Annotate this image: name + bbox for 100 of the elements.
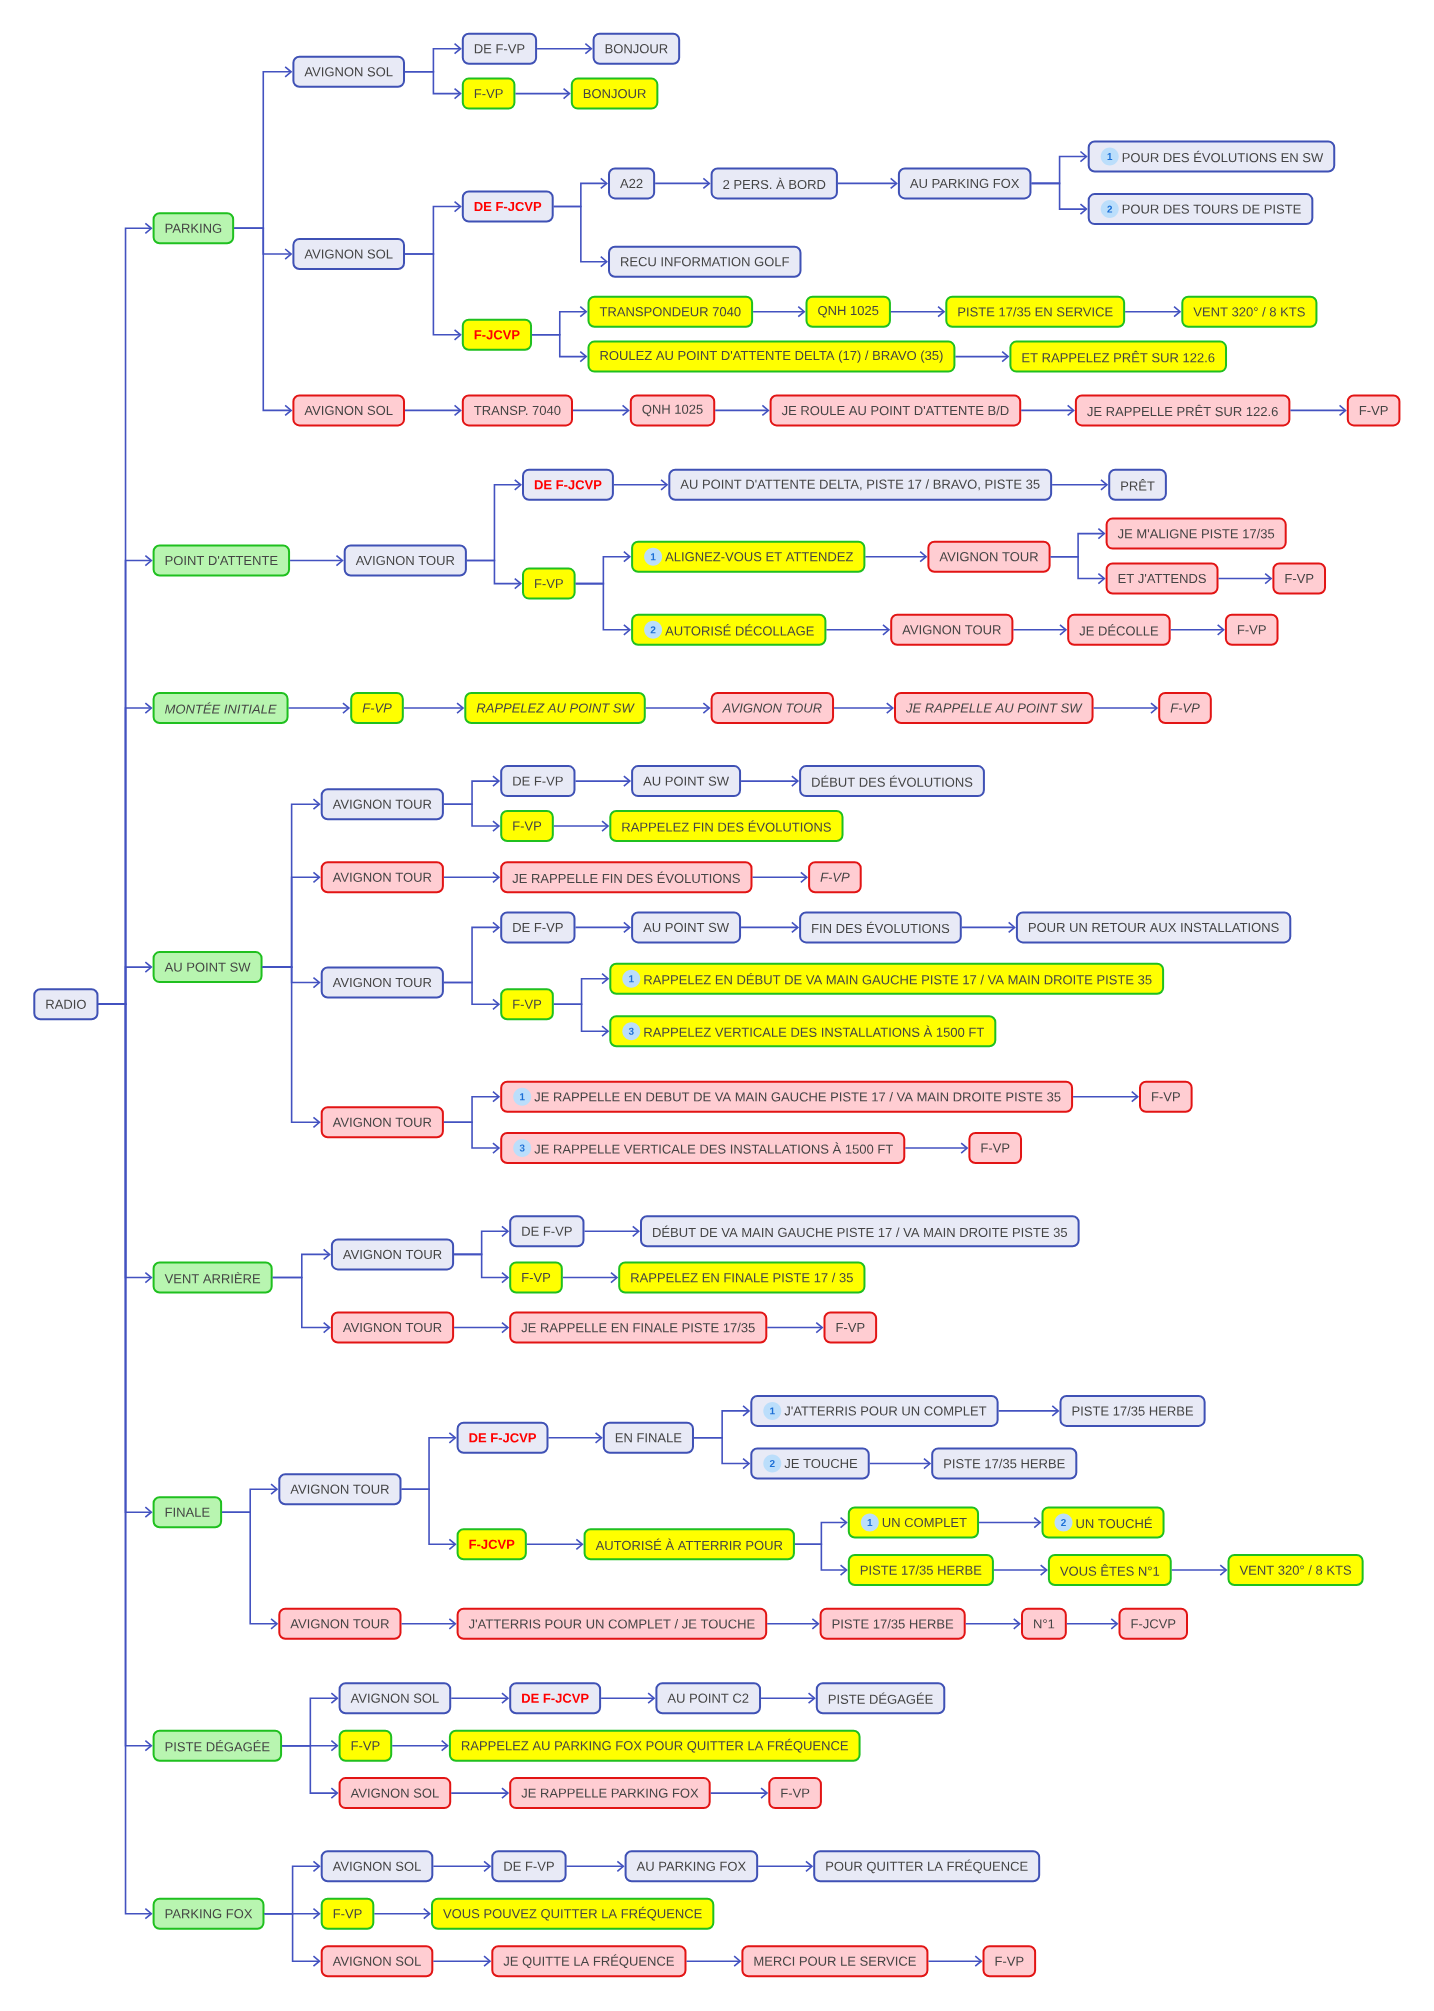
message-box: AU POINT C2: [655, 1682, 762, 1715]
message-box: AVIGNON SOL: [338, 1777, 452, 1810]
number-badge: 2: [763, 1454, 782, 1473]
message-box: N°1: [1021, 1607, 1067, 1640]
number-badge: 2: [1054, 1513, 1073, 1532]
arrow: [466, 559, 522, 590]
arrow: [1020, 404, 1075, 417]
arrow: [752, 305, 806, 318]
message-box: PISTE DÉGAGÉE: [815, 1682, 946, 1715]
arrow: [766, 1618, 820, 1630]
arrow: [443, 981, 501, 1011]
message-box: JE RAPPELLE EN FINALE PISTE 17/35: [509, 1311, 768, 1344]
message-box: JE RAPPELLE AU POINT SW: [894, 692, 1094, 724]
message-box: RAPPELEZ AU POINT SW: [464, 692, 646, 724]
arrow: [443, 871, 501, 884]
message-box: AVIGNON TOUR: [927, 540, 1051, 573]
arrow: [766, 1321, 824, 1334]
arrow: [978, 1516, 1042, 1529]
message-box: AVIGNON TOUR: [320, 966, 444, 999]
arrow: [1217, 572, 1273, 585]
arrow: [583, 1225, 640, 1238]
arrow: [574, 582, 632, 636]
message-box: F-VP: [968, 1132, 1022, 1164]
message-box: AVIGNON TOUR: [330, 1238, 455, 1271]
phase-box: PISTE DÉGAGÉE: [152, 1729, 283, 1762]
arrow: [964, 1618, 1021, 1630]
message-box: EN FINALE: [602, 1421, 694, 1454]
message-box: DE F-VP: [509, 1215, 585, 1248]
number-badge: 1: [644, 547, 663, 566]
phase-box: VENT ARRIÈRE: [152, 1261, 273, 1294]
message-box: DE F-VP: [500, 765, 576, 798]
message-box: VOUS ÊTES N°1: [1047, 1554, 1172, 1586]
message-box: F-VP: [350, 692, 404, 724]
number-badge: 2: [644, 620, 663, 639]
arrow: [287, 702, 351, 714]
number-badge: 1: [763, 1401, 782, 1420]
message-box: VOUS POUVEZ QUITTER LA FRÉQUENCE: [431, 1897, 715, 1930]
message-box: AU PARKING FOX: [624, 1850, 759, 1883]
message-box: F-VP: [768, 1777, 822, 1810]
message-box: F-VP: [461, 77, 516, 110]
message-box: AVIGNON SOL: [320, 1945, 434, 1978]
arrow: [400, 1618, 457, 1630]
arrow: [927, 1955, 983, 1967]
message-box: F-VP: [500, 988, 554, 1021]
arrow: [450, 1692, 510, 1704]
phase-box: PARKING FOX: [152, 1897, 265, 1930]
message-box: BONJOUR: [592, 32, 681, 65]
arrow: [904, 1142, 969, 1154]
message-box: F-VP: [1139, 1080, 1193, 1113]
message-box: PISTE 17/35 EN SERVICE: [945, 295, 1126, 328]
arrow: [536, 42, 593, 55]
message-box: PISTE 17/35 HERBE: [1059, 1394, 1206, 1427]
message-box: AVIGNON TOUR: [320, 861, 444, 894]
message-box: RAPPELEZ AU PARKING FOX POUR QUITTER LA FRÉQUENCE: [448, 1729, 861, 1762]
arrow: [432, 1955, 492, 1967]
arrow: [954, 350, 1010, 363]
arrow: [961, 921, 1016, 934]
message-box: JE ROULE AU POINT D'ATTENTE B/D: [769, 394, 1022, 427]
message-box: JE M'ALIGNE PISTE 17/35: [1105, 517, 1287, 550]
message-box: DÉBUT DE VA MAIN GAUCHE PISTE 17 / VA MAIN DROITE PISTE 35: [640, 1215, 1080, 1248]
message-box: AVIGNON SOL: [320, 1850, 434, 1883]
message-box: PRÊT: [1108, 468, 1167, 501]
arrow: [760, 1692, 816, 1704]
message-box: F-VP: [808, 861, 862, 894]
arrow: [864, 550, 928, 563]
message-box: DE F-VP: [461, 32, 538, 65]
message-box: F-VP: [1346, 394, 1401, 427]
phase-box: FINALE: [152, 1496, 223, 1529]
arrow: [221, 1511, 279, 1630]
arrow: [1030, 182, 1088, 215]
arrow: [890, 305, 946, 318]
arrow: [403, 702, 465, 714]
arrow: [613, 479, 669, 491]
arrow: [868, 1457, 932, 1470]
arrow: [281, 1744, 339, 1799]
arrow: [757, 1860, 814, 1873]
arrow: [794, 1543, 848, 1576]
arrow: [574, 775, 632, 787]
message-box: ROULEZ AU POINT D'ATTENTE DELTA (17) / BRAVO (35): [587, 340, 956, 373]
arrow: [404, 253, 462, 341]
message-box: AVIGNON TOUR: [710, 692, 835, 724]
message-box: AVIGNON TOUR: [278, 1473, 402, 1506]
arrow: [825, 624, 891, 636]
message-box: F-VP: [509, 1261, 563, 1294]
message-box: RAPPELEZ EN FINALE PISTE 17 / 35: [618, 1261, 866, 1294]
arrow: [740, 921, 800, 934]
message-box: AUTORISÉ À ATTERRIR POUR: [583, 1528, 795, 1561]
message-box: F-JCVP: [456, 1528, 527, 1561]
number-badge: 1: [860, 1513, 879, 1532]
arrow: [1012, 624, 1068, 636]
number-badge: 1: [513, 1087, 532, 1106]
arrow: [1289, 404, 1347, 417]
message-box: PISTE 17/35 HERBE: [819, 1607, 966, 1640]
arrow: [997, 1405, 1060, 1417]
arrow: [1124, 305, 1182, 318]
message-box: TRANSPONDEUR 7040: [587, 295, 754, 328]
message-box: F-VP: [1224, 613, 1279, 646]
arrow: [404, 404, 462, 417]
arrow: [453, 1253, 510, 1284]
message-box: JE RAPPELLE PARKING FOX: [509, 1777, 711, 1810]
